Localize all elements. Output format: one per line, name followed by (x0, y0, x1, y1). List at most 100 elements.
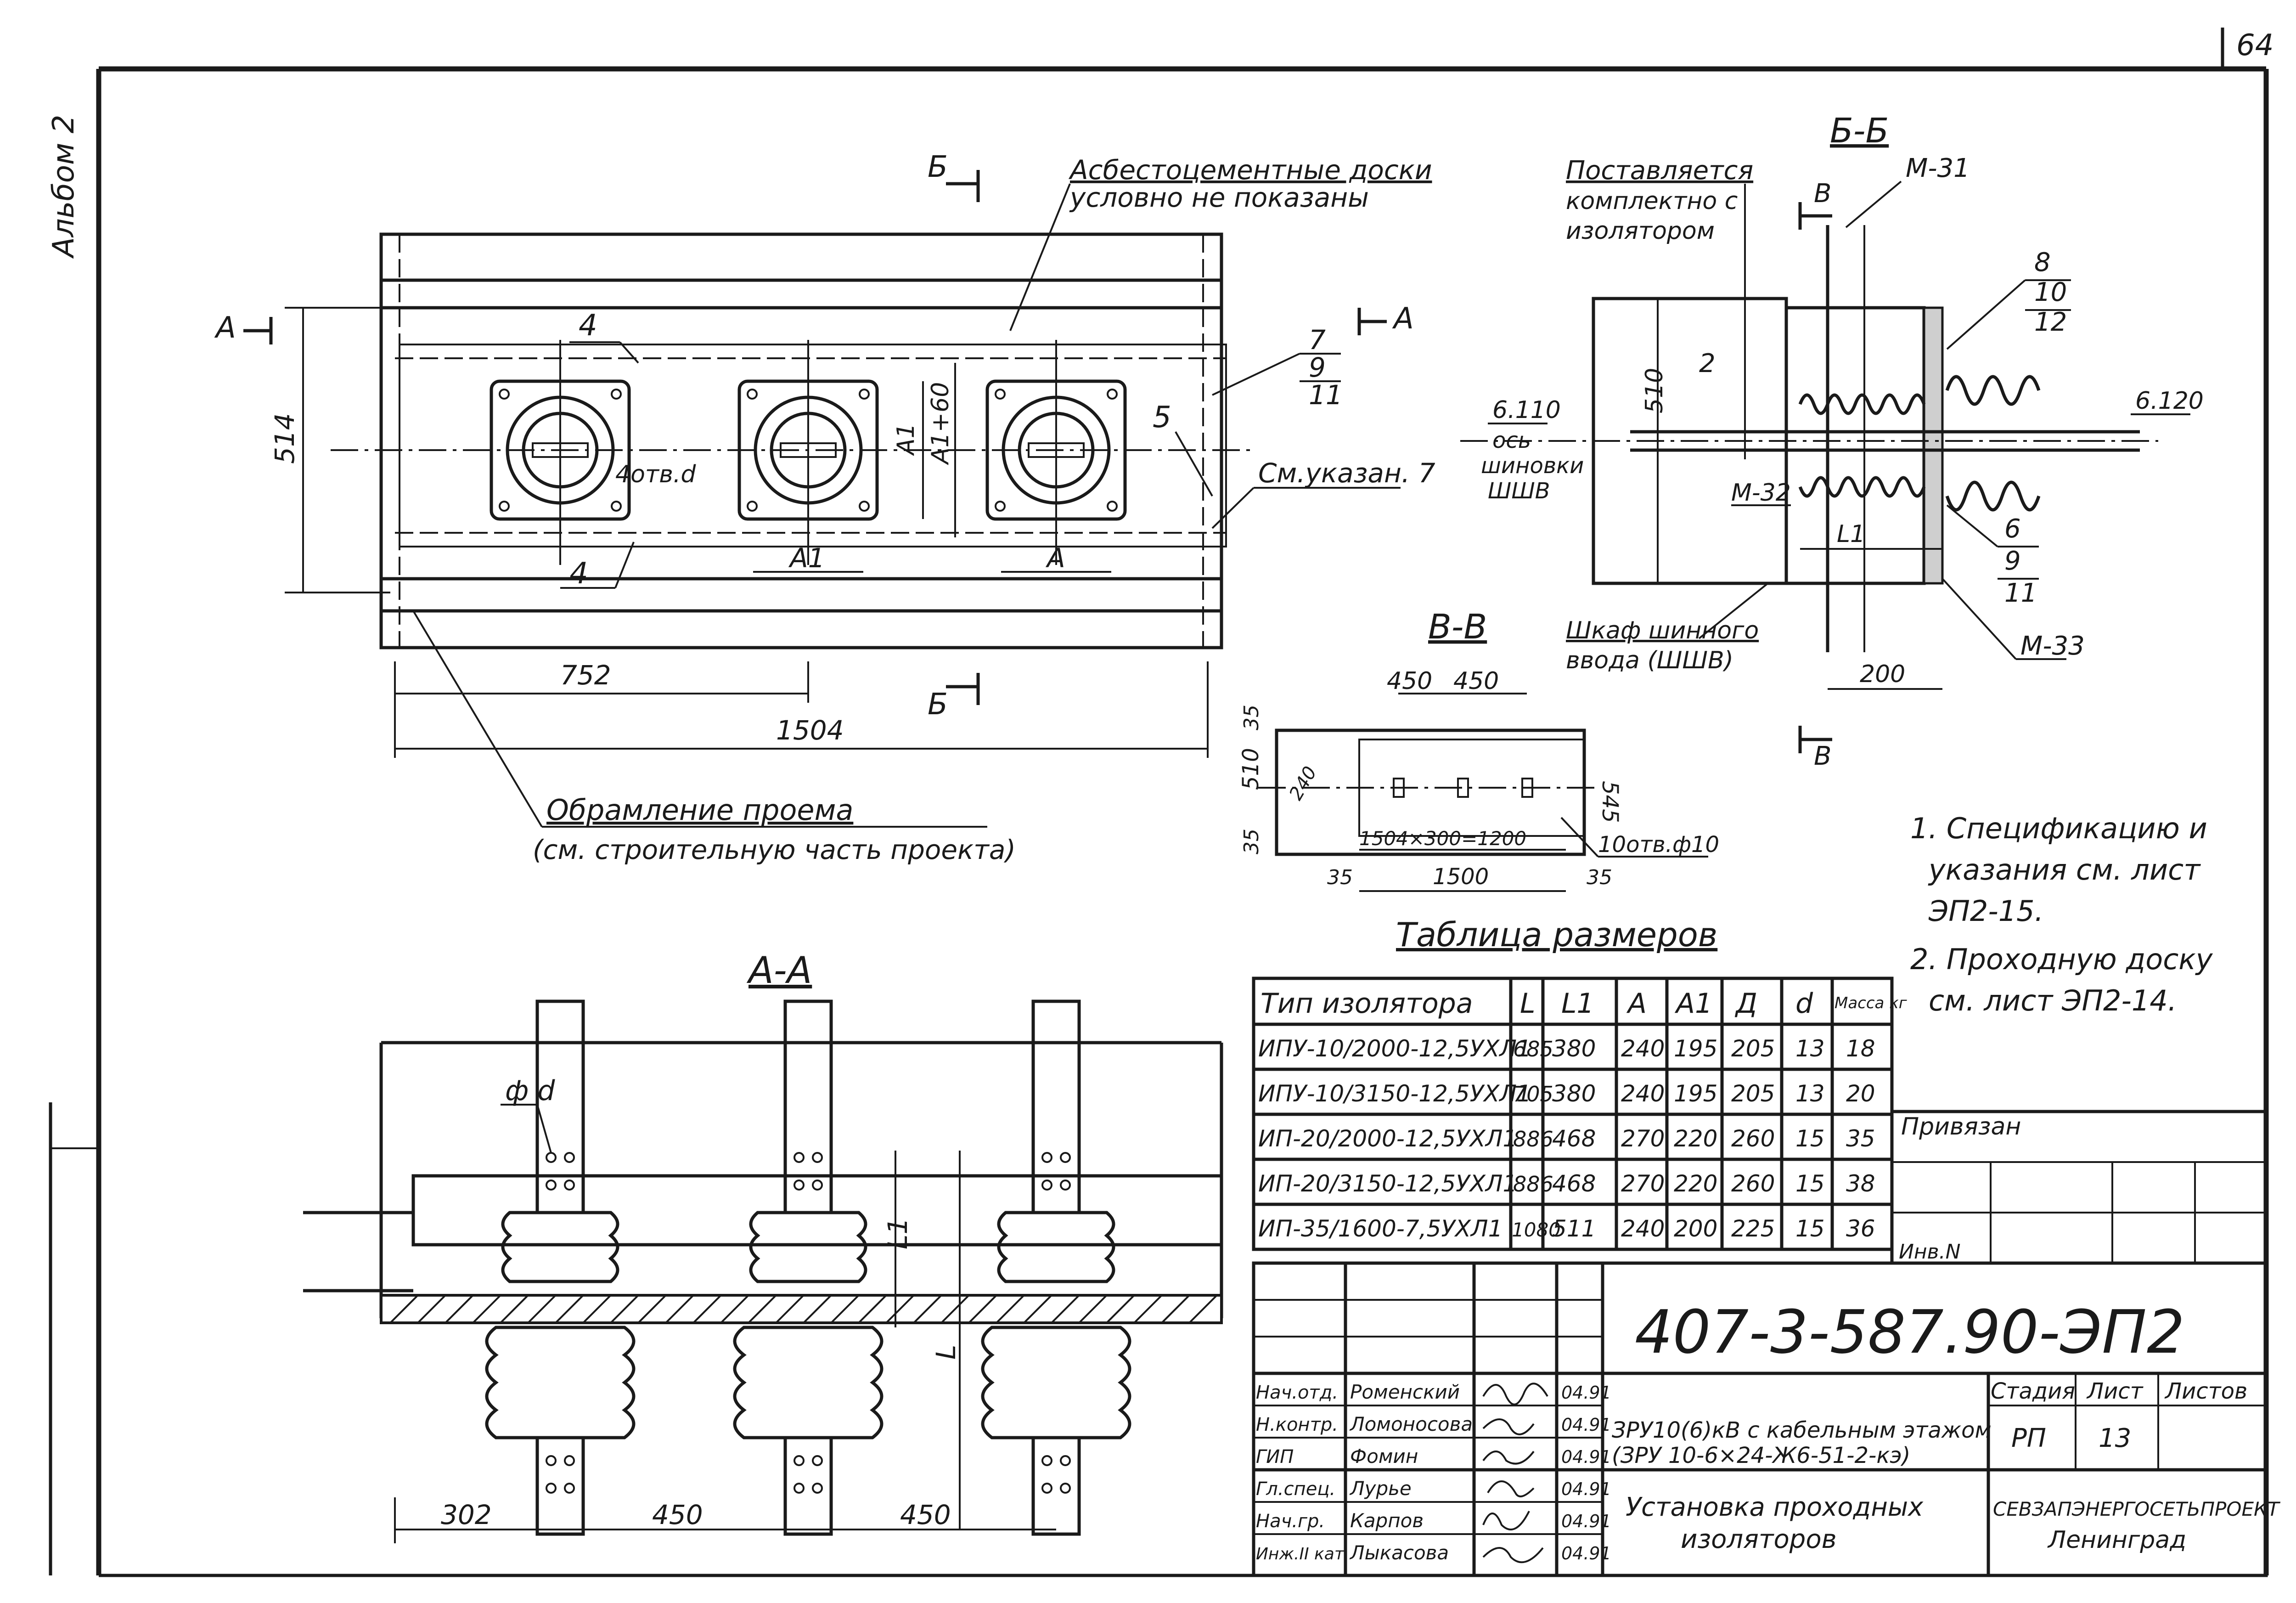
dim-a1: А1 (892, 423, 920, 456)
sheet-title-line1: Установка проходных (1626, 1492, 1924, 1522)
elevation-right: 6.120 (2135, 387, 2204, 415)
dim-450-aa-b: 450 (900, 1499, 951, 1530)
stamp-role: Нач.гр. (1256, 1511, 1325, 1532)
callout-4-top: 4 (579, 309, 597, 343)
dim-4x300: 4×300=1200 (1396, 827, 1526, 850)
holes-label: 4отв.d (615, 461, 696, 488)
table-cell: 220 (1674, 1170, 1717, 1197)
mark-v-top: В (1814, 179, 1831, 209)
table-cell: 240 (1621, 1215, 1665, 1242)
dim-510-vv: 510 (1238, 748, 1264, 790)
table-cell: 35 (1846, 1125, 1875, 1152)
project-title-line2: (ЗРУ 10-6×24-Ж6-51-2-кэ) (1612, 1443, 1910, 1468)
stamp-role: Н.контр. (1256, 1414, 1338, 1435)
section-bb: Б-Б Поставляется комплектно с изолятором… (1460, 111, 2204, 771)
organization-name: СЕВЗАПЭНЕРГОСЕТЬПРОЕКТ (1993, 1498, 2281, 1520)
vv-holes-note: 10отв.ф10 (1598, 832, 1719, 858)
callout-11: 11 (1309, 379, 1343, 411)
th-a1: А1 (1674, 988, 1712, 1020)
section-mark-a-left: А (214, 311, 236, 345)
table-cell: 13 (1795, 1080, 1825, 1107)
table-cell: ИПУ-10/3150-12,5УХЛ1 (1258, 1080, 1531, 1107)
stage-label: Стадия (1991, 1378, 2075, 1404)
cabinet-note-line1: Шкаф шинного (1566, 617, 1759, 644)
table-cell: 705 (1513, 1082, 1553, 1106)
section-aa-title: А-А (746, 949, 812, 992)
cabinet-note-line2: ввода (ШШВ) (1566, 647, 1733, 674)
dimension-table-title: Таблица размеров (1396, 915, 1717, 954)
board-hatch (389, 1294, 1218, 1324)
table-cell: ИП-35/1600-7,5УХЛ1 (1258, 1215, 1503, 1242)
frame-note-line1: Обрамление проема (546, 793, 853, 827)
organization-city: Ленинград (2047, 1526, 2186, 1554)
table-cell: 685 (1513, 1037, 1553, 1061)
frame-note-line2: (см. строительную часть проекта) (533, 834, 1016, 865)
axis-note-2: шиновки (1481, 453, 1584, 479)
table-cell: 200 (1674, 1215, 1717, 1242)
section-mark-b-top: Б (928, 150, 948, 184)
sheet-label: Лист (2086, 1378, 2144, 1404)
table-cell: 240 (1621, 1080, 1665, 1107)
th-l: L (1520, 988, 1535, 1020)
dim-752: 752 (560, 660, 611, 691)
board-hatched (380, 1294, 1223, 1324)
table-cell: 205 (1731, 1080, 1775, 1107)
stamp-name: Ломоносова (1349, 1413, 1473, 1435)
elevation-left: 6.110 (1492, 396, 1561, 424)
table-cell: 15 (1795, 1170, 1825, 1197)
asbestos-board (1923, 306, 1944, 585)
sheets-label: Листов (2164, 1378, 2247, 1404)
callout-12: 12 (2034, 307, 2067, 337)
dim-450-b: 450 (1453, 667, 1499, 695)
table-cell: 220 (1674, 1125, 1717, 1152)
table-cell: 511 (1552, 1215, 1596, 1242)
th-l1: L1 (1561, 988, 1594, 1020)
stamp-date: 04.91 (1561, 1479, 1611, 1499)
callout-6: 6 (2004, 514, 2021, 544)
dim-a-horizontal: А (1045, 542, 1065, 574)
dim-510-bb: 510 (1641, 368, 1668, 413)
supplied-note-line1: Поставляется (1566, 156, 1753, 186)
table-cell: 225 (1731, 1215, 1775, 1242)
table-cell: 205 (1731, 1035, 1775, 1062)
title-block: Привязан Инв.N 407-3-587.90-ЭП2 Нач.отд.… (1252, 1110, 2281, 1577)
note-line-3: ЭП2-15. (1928, 894, 2043, 928)
table-cell: 20 (1846, 1080, 1875, 1107)
table-cell: 15 (1795, 1125, 1825, 1152)
dim-35-c: 35 (1327, 866, 1353, 889)
general-notes: 1. Спецификацию и указания см. лист ЭП2-… (1910, 812, 2213, 1017)
table-cell: 195 (1674, 1035, 1717, 1062)
dim-150-vv: 150 (1359, 827, 1396, 850)
project-title-line1: ЗРУ10(6)кВ с кабельным этажом (1612, 1417, 1992, 1443)
stamp-name: Лыкасова (1349, 1541, 1449, 1564)
dim-35-d: 35 (1587, 866, 1612, 889)
stamp-date: 04.91 (1561, 1447, 1611, 1467)
dim-a1-60: А1+60 (927, 382, 954, 465)
note-line-2: указания см. лист (1928, 853, 2201, 886)
table-cell: 468 (1552, 1125, 1596, 1152)
table-cell: 15 (1795, 1215, 1825, 1242)
diameter-d-label: ф d (505, 1075, 555, 1107)
stamp-role: Гл.спец. (1256, 1479, 1335, 1500)
dimension-table: Таблица размеров Тип изолятора L L1 А А1… (1252, 915, 1908, 1251)
note-line-5: см. лист ЭП2-14. (1929, 984, 2177, 1017)
callout-5: 5 (1153, 401, 1171, 435)
table-cell: 886 (1513, 1172, 1553, 1197)
callout-7: 7 (1309, 324, 1326, 356)
dim-450-aa-a: 450 (652, 1499, 703, 1530)
stamp-date: 04.91 (1561, 1383, 1611, 1403)
callout-8: 8 (2034, 248, 2051, 277)
callout-11-bb: 11 (2004, 578, 2037, 608)
vv-holes (1393, 778, 1533, 798)
th-d-cap: Д (1734, 988, 1757, 1020)
stamp-name: Роменский (1350, 1381, 1460, 1403)
dim-35-a: 35 (1240, 705, 1263, 730)
asbestos-note-line2: условно не показаны (1069, 182, 1369, 213)
insulator-bellows-outer-bottom (1945, 480, 2041, 512)
signatures (1482, 1383, 1548, 1563)
th-d: d (1795, 988, 1813, 1020)
dim-1504: 1504 (776, 715, 844, 746)
dim-200-bb: 200 (1860, 660, 1905, 688)
dim-l1-bb: L1 (1837, 520, 1865, 548)
